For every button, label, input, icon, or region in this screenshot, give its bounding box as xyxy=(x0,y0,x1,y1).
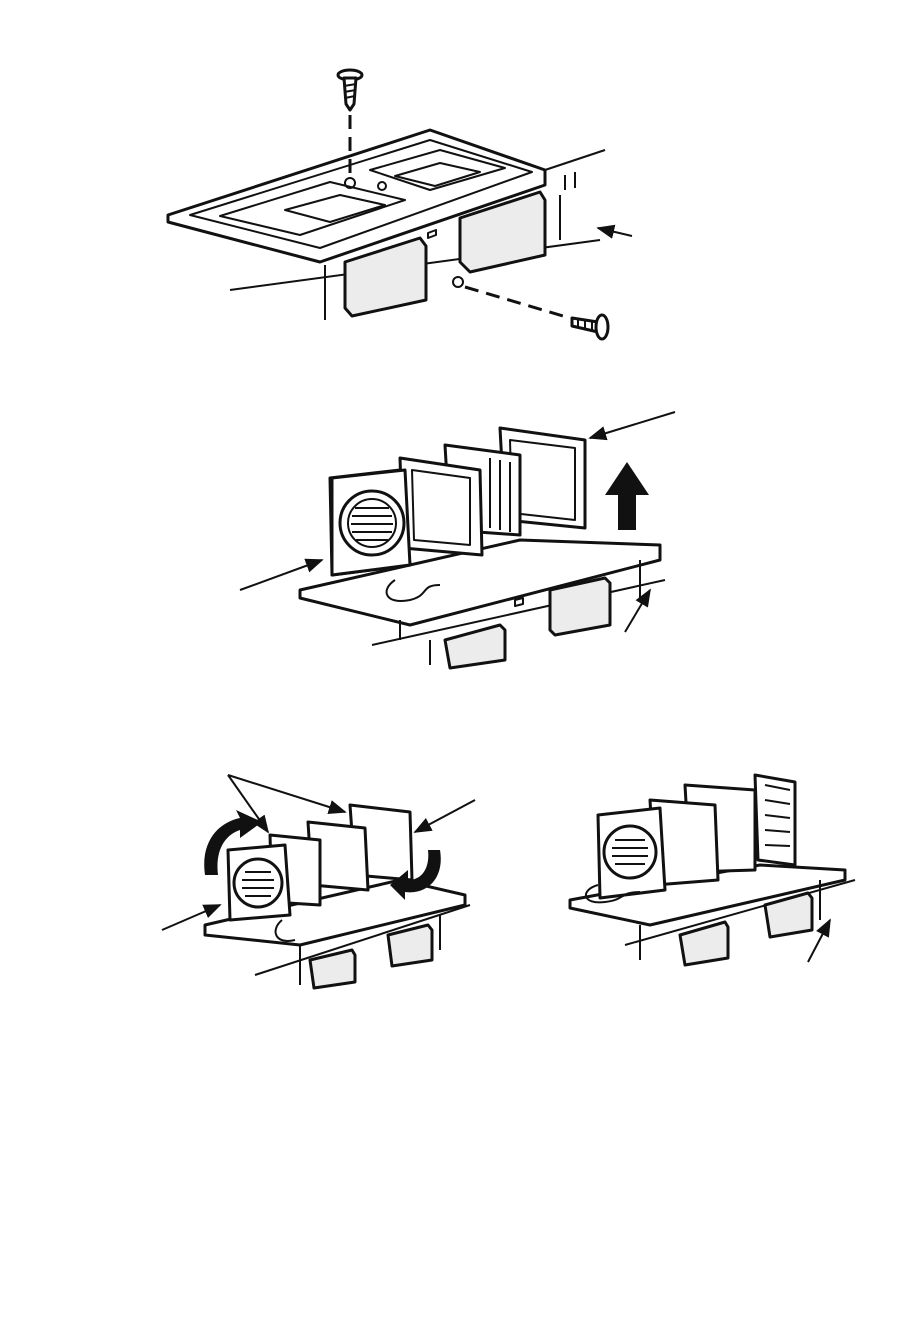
filter-window-right xyxy=(388,925,432,966)
up-arrow-icon xyxy=(605,462,649,530)
filter-window-right xyxy=(765,893,812,937)
filter-window-left xyxy=(445,625,505,668)
step-2-lift-out-fan-assembly xyxy=(240,412,675,668)
fan-intake-grille xyxy=(234,859,282,907)
pointer-arrow-icon xyxy=(598,228,632,236)
screw-icon xyxy=(338,70,362,110)
pointer-arrow-icon xyxy=(625,590,650,632)
pointer-arrow-icon xyxy=(240,560,322,590)
pointer-arrow-icon xyxy=(415,800,475,832)
fan-intake-grille xyxy=(604,826,656,878)
screw-icon xyxy=(572,315,608,339)
filter-window-right xyxy=(550,578,610,635)
screw-hole xyxy=(453,277,463,287)
step-3-rotate-fan-units xyxy=(162,775,475,988)
pointer-arrow-icon xyxy=(590,412,675,438)
fan-housing-back xyxy=(755,775,795,865)
step-1-remove-cover-plate xyxy=(168,70,632,339)
cabinet-edge-right xyxy=(545,150,605,170)
screw-path-dashed xyxy=(465,287,570,318)
pointer-arrow-icon xyxy=(228,775,345,812)
step-4-assembly-refitted xyxy=(570,775,855,965)
